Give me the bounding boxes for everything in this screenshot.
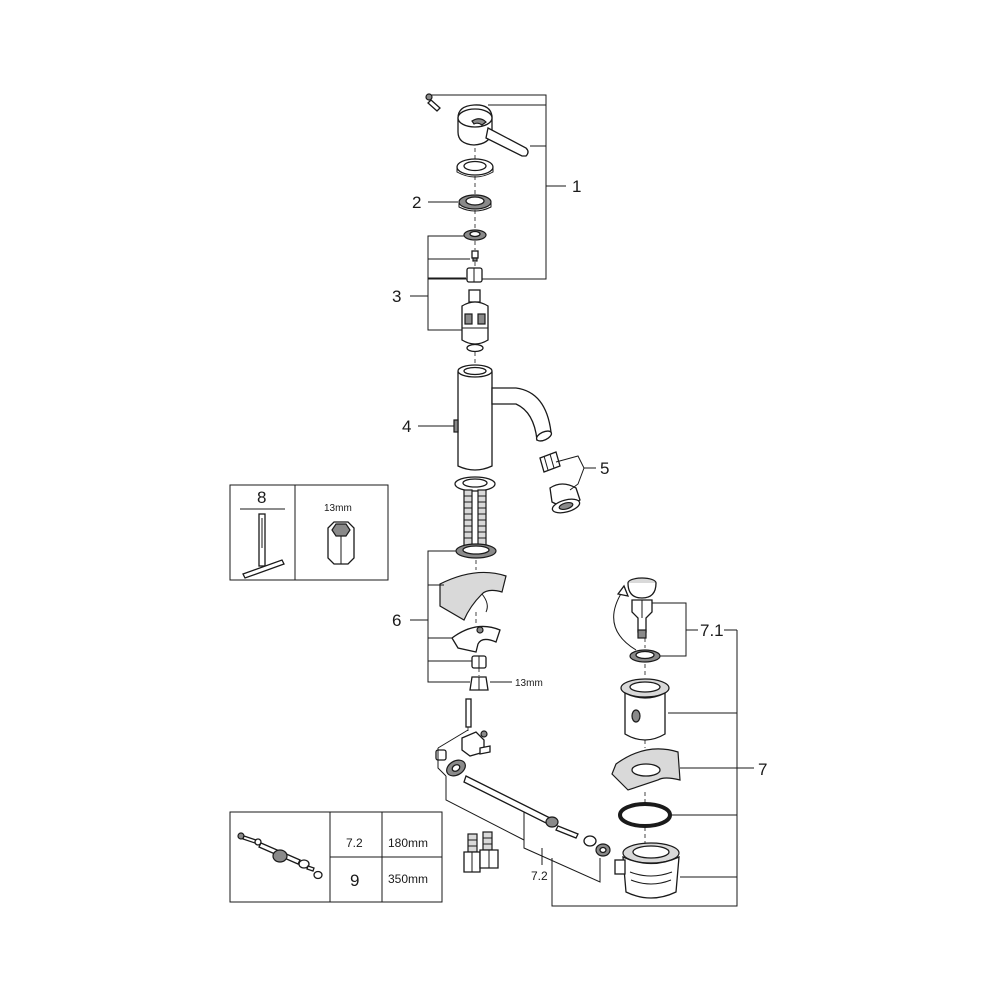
cartridge-nut xyxy=(463,229,487,241)
nut-size-label: 13mm xyxy=(515,678,543,689)
flex-hoses xyxy=(463,489,487,549)
stopper-seal xyxy=(629,649,661,663)
drain-o-ring xyxy=(618,802,672,828)
rod-clamp xyxy=(461,730,491,757)
drain-stopper xyxy=(627,577,657,639)
callout-6-group: 6 13mm xyxy=(392,550,543,689)
callout-2-group: 2 xyxy=(412,193,492,212)
table-row-2-part: 9 xyxy=(350,871,359,890)
mixing-cartridge xyxy=(461,289,489,353)
set-screw xyxy=(425,93,441,112)
tool-box-label: 8 xyxy=(257,488,266,507)
socket-wrench-icon xyxy=(327,521,355,565)
drain-body xyxy=(614,842,680,899)
pivot-nut xyxy=(446,759,466,777)
callout-7-group: 7 xyxy=(551,630,767,907)
cartridge-screw xyxy=(471,250,479,262)
stopper-rotate-arrow xyxy=(613,584,637,651)
handle-lever xyxy=(457,104,529,157)
pivot-seal xyxy=(583,835,611,857)
lift-rod-vertical xyxy=(465,698,472,734)
callout-72-label: 7.2 xyxy=(531,869,548,883)
callout-71-group: 7.1 xyxy=(652,602,737,657)
callout-1-group: 1 xyxy=(428,94,581,280)
faucet-body xyxy=(453,364,553,471)
callout-4-label: 4 xyxy=(402,417,411,436)
aerator xyxy=(539,451,581,514)
cap-ring xyxy=(456,158,494,178)
mounting-ring xyxy=(454,476,496,492)
callout-5-group: 5 xyxy=(555,455,609,491)
fixing-nut xyxy=(471,655,487,669)
callout-3-label: 3 xyxy=(392,287,401,306)
horseshoe-plate xyxy=(451,625,501,653)
callout-72-group: 7.2 xyxy=(437,729,601,883)
callout-7-label: 7 xyxy=(758,760,767,779)
callout-71-label: 7.1 xyxy=(700,621,724,640)
callout-6-label: 6 xyxy=(392,611,401,630)
rod-length-table: 7.2 180mm 9 350mm xyxy=(229,811,443,903)
table-row-2-length: 350mm xyxy=(388,872,428,886)
drain-flange xyxy=(620,678,670,741)
pivot-rod xyxy=(463,775,579,839)
pivot-rod-kit-icon xyxy=(237,832,323,880)
wrench-size-label: 13mm xyxy=(324,503,352,514)
threaded-nut xyxy=(469,676,489,691)
rubber-gasket xyxy=(439,571,507,621)
table-row-1-length: 180mm xyxy=(388,836,428,850)
fixing-washer xyxy=(455,543,497,559)
drain-gasket xyxy=(611,748,681,791)
table-row-1-part: 7.2 xyxy=(346,836,363,850)
callout-3-group: 3 xyxy=(392,235,470,331)
callout-2-label: 2 xyxy=(412,193,421,212)
callout-5-label: 5 xyxy=(600,459,609,478)
hose-connectors xyxy=(463,831,499,873)
callout-4-group: 4 xyxy=(402,417,454,436)
cartridge-adapter xyxy=(466,267,483,283)
tool-box: 8 13mm xyxy=(229,484,389,581)
callout-1-label: 1 xyxy=(572,177,581,196)
t-key-icon xyxy=(242,513,285,579)
